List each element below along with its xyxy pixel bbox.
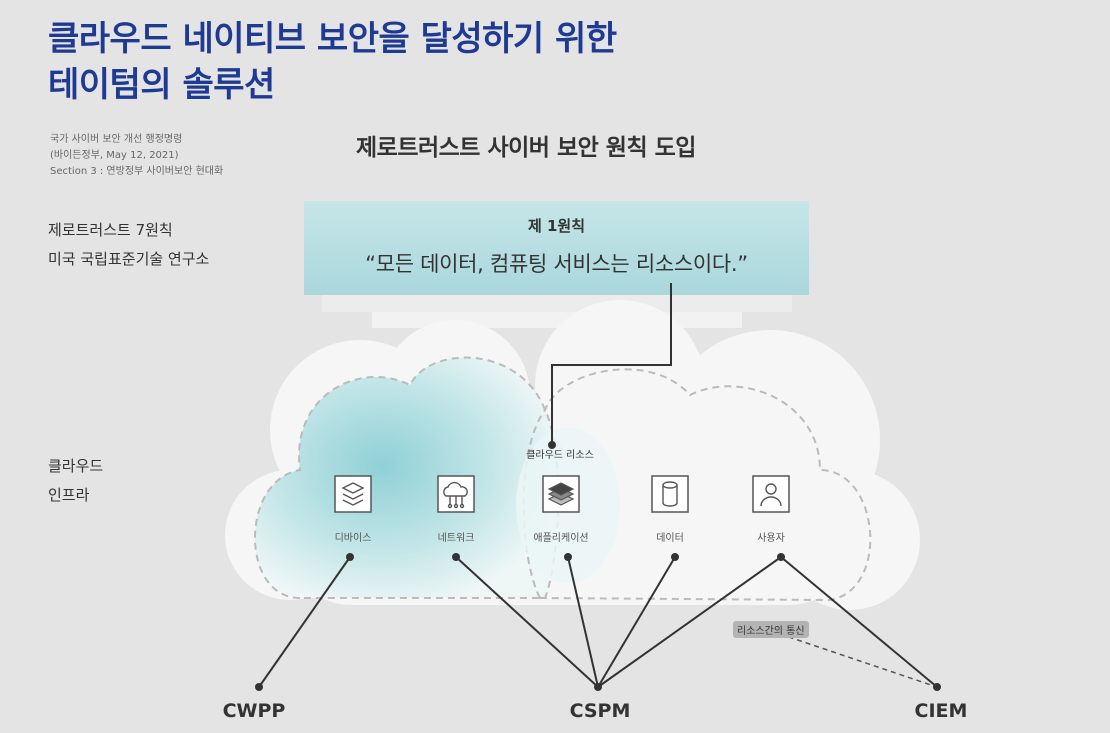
cloud-infra-line-2: 인프라: [48, 486, 90, 504]
cloud-network-icon: [443, 481, 468, 509]
zero-trust-line-2: 미국 국립표준기술 연구소: [48, 250, 210, 268]
principle-shadow-1: [322, 292, 792, 312]
principle-box-bg: [304, 201, 809, 295]
cloud-infra-line-1: 클라우드: [48, 457, 104, 475]
resource-label-user: 사용자: [757, 533, 785, 544]
principle-box: 제 1원칙 “모든 데이터, 컴퓨팅 서비스는 리소스이다.”: [304, 201, 809, 295]
zero-trust-line-1: 제로트러스트 7원칙: [48, 221, 173, 239]
source-line-1: 국가 사이버 보안 개선 행정명령: [50, 134, 183, 145]
connector-dots: [255, 441, 941, 691]
tool-ciem: CIEM: [914, 700, 968, 722]
cloud-resource-label: 클라우드 리소스: [526, 450, 594, 461]
title-line-1: 클라우드 네이티브 보안을 달성하기 위한: [48, 19, 617, 59]
network-icon-box: [437, 475, 475, 513]
layers-box-icon: [341, 482, 365, 506]
source-note: 국가 사이버 보안 개선 행정명령 (바이든정부, May 12, 2021) …: [50, 132, 223, 180]
device-icon-box: [334, 475, 372, 513]
database-icon: [662, 481, 678, 507]
user-icon: [760, 483, 782, 507]
tool-cspm: CSPM: [569, 700, 631, 722]
resource-label-device: 디바이스: [334, 533, 372, 544]
data-icon-box: [651, 475, 689, 513]
cloud-infra-label: 클라우드 인프라: [48, 452, 103, 510]
diagram-subtitle: 제로트러스트 사이버 보안 원칙 도입: [356, 135, 696, 161]
tool-cwpp: CWPP: [222, 700, 286, 722]
principle-connector: [551, 283, 672, 445]
stacked-layers-icon: [547, 482, 575, 506]
page-title: 클라우드 네이티브 보안을 달성하기 위한 테이텀의 솔루션: [48, 16, 617, 108]
title-line-2: 테이텀의 솔루션: [48, 65, 275, 105]
communication-badge: 리소스간의 통신: [733, 621, 809, 638]
tool-connectors: [258, 556, 938, 688]
resource-label-network: 네트워크: [437, 533, 475, 544]
principle-text: “모든 데이터, 컴퓨팅 서비스는 리소스이다.”: [365, 252, 748, 276]
communication-connector: [779, 633, 938, 688]
source-line-2: (바이든정부, May 12, 2021): [50, 150, 179, 161]
application-icon-box: [542, 475, 580, 513]
resource-label-data: 데이터: [656, 533, 684, 544]
source-line-3: Section 3 : 연방정부 사이버보안 현대화: [50, 166, 224, 177]
principle-number: 제 1원칙: [527, 217, 586, 235]
resource-label-application: 애플리케이션: [533, 533, 589, 544]
user-icon-box: [752, 475, 790, 513]
zero-trust-label: 제로트러스트 7원칙 미국 국립표준기술 연구소: [48, 216, 209, 274]
